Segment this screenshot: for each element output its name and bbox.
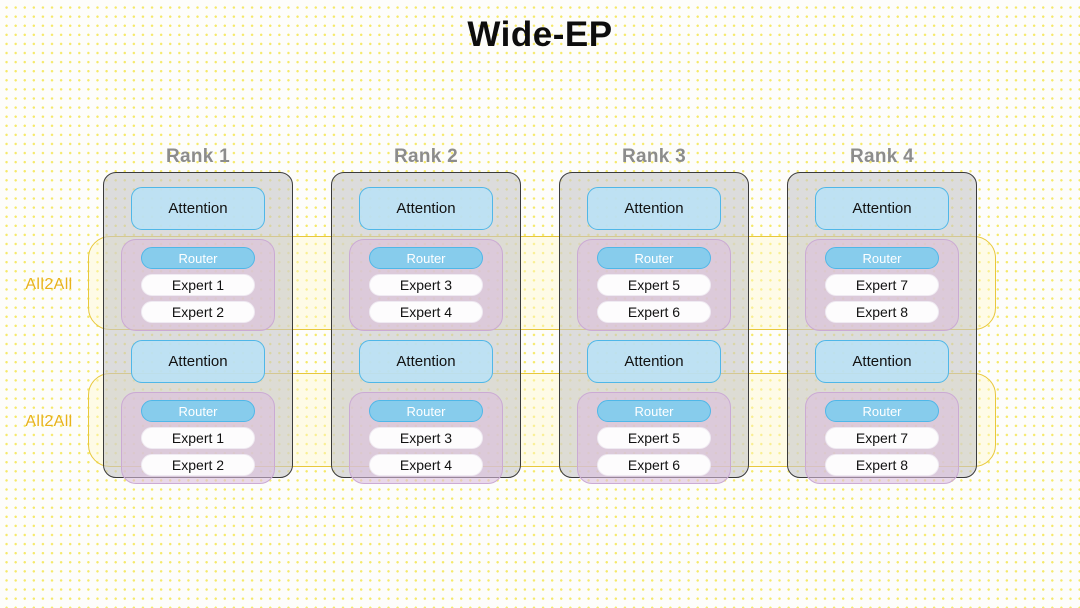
expert-block: Expert 7	[825, 274, 939, 296]
moe-group: Router Expert 3 Expert 4	[349, 239, 503, 331]
rank-title-2: Rank 2	[393, 146, 459, 167]
router-block: Router	[825, 247, 939, 269]
router-block: Router	[141, 247, 255, 269]
expert-block: Expert 5	[597, 274, 711, 296]
rank-column-1: Rank 1 Attention Router Expert 1 Expert …	[103, 146, 293, 484]
layer-gap	[117, 331, 279, 340]
expert-block: Expert 3	[369, 427, 483, 449]
moe-group: Router Expert 5 Expert 6	[577, 239, 731, 331]
moe-group: Router Expert 7 Expert 8	[805, 392, 959, 484]
expert-block: Expert 2	[141, 301, 255, 323]
router-block: Router	[141, 400, 255, 422]
expert-block: Expert 5	[597, 427, 711, 449]
all2all-label-0: All2All	[25, 276, 73, 293]
attention-block: Attention	[815, 340, 949, 383]
expert-block: Expert 1	[141, 427, 255, 449]
all2all-label-1: All2All	[25, 413, 73, 430]
expert-block: Expert 7	[825, 427, 939, 449]
expert-block: Expert 2	[141, 454, 255, 476]
layer-gap	[573, 331, 735, 340]
moe-group: Router Expert 3 Expert 4	[349, 392, 503, 484]
moe-group: Router Expert 1 Expert 2	[121, 392, 275, 484]
rank-column-2: Rank 2 Attention Router Expert 3 Expert …	[331, 146, 521, 484]
expert-block: Expert 1	[141, 274, 255, 296]
expert-block: Expert 3	[369, 274, 483, 296]
attention-block: Attention	[587, 187, 721, 230]
expert-block: Expert 4	[369, 454, 483, 476]
moe-group: Router Expert 1 Expert 2	[121, 239, 275, 331]
router-block: Router	[369, 400, 483, 422]
rank-column-4: Rank 4 Attention Router Expert 7 Expert …	[787, 146, 977, 484]
rank-card-4: Attention Router Expert 7 Expert 8 Atten…	[787, 172, 977, 484]
expert-block: Expert 6	[597, 454, 711, 476]
attention-block: Attention	[131, 340, 265, 383]
router-block: Router	[369, 247, 483, 269]
rank-title-3: Rank 3	[621, 146, 687, 167]
router-block: Router	[825, 400, 939, 422]
moe-group: Router Expert 5 Expert 6	[577, 392, 731, 484]
expert-block: Expert 8	[825, 301, 939, 323]
attention-block: Attention	[359, 187, 493, 230]
attention-block: Attention	[587, 340, 721, 383]
attention-block: Attention	[131, 187, 265, 230]
rank-title-1: Rank 1	[165, 146, 231, 167]
attention-block: Attention	[815, 187, 949, 230]
layer-gap	[345, 331, 507, 340]
expert-block: Expert 8	[825, 454, 939, 476]
rank-card-2: Attention Router Expert 3 Expert 4 Atten…	[331, 172, 521, 484]
layer-gap	[801, 331, 963, 340]
router-block: Router	[597, 400, 711, 422]
rank-title-4: Rank 4	[849, 146, 915, 167]
router-block: Router	[597, 247, 711, 269]
rank-column-3: Rank 3 Attention Router Expert 5 Expert …	[559, 146, 749, 484]
moe-group: Router Expert 7 Expert 8	[805, 239, 959, 331]
expert-block: Expert 4	[369, 301, 483, 323]
rank-card-3: Attention Router Expert 5 Expert 6 Atten…	[559, 172, 749, 484]
page-title: Wide-EP	[467, 15, 613, 54]
rank-card-1: Attention Router Expert 1 Expert 2 Atten…	[103, 172, 293, 484]
attention-block: Attention	[359, 340, 493, 383]
expert-block: Expert 6	[597, 301, 711, 323]
